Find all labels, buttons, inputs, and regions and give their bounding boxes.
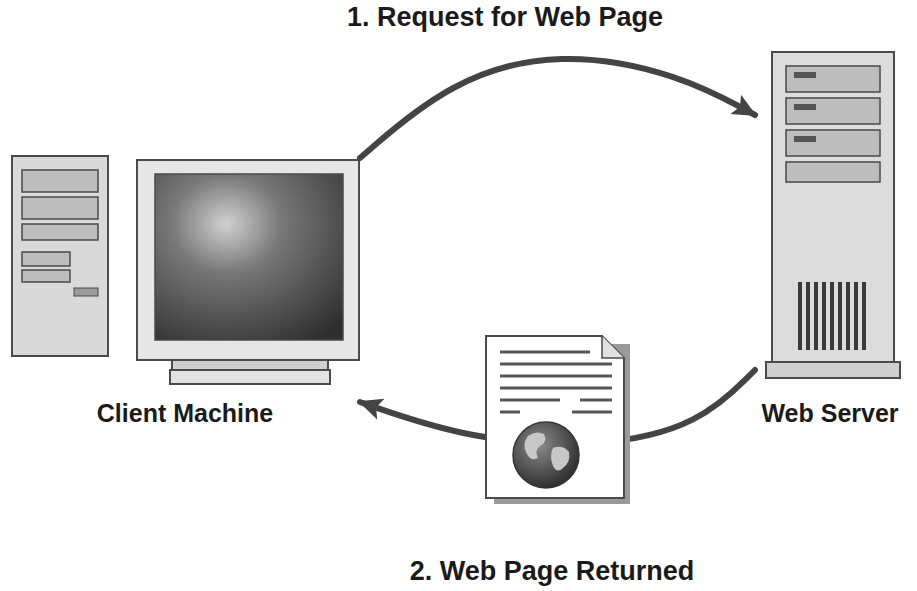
text-line <box>500 387 612 390</box>
vent-slots <box>798 282 866 350</box>
text-line <box>500 363 612 366</box>
text-line <box>500 375 612 378</box>
node-label: Web Server <box>755 399 905 428</box>
vent-slot <box>798 282 802 350</box>
vent-slot <box>854 282 858 350</box>
client-machine: Client Machine <box>10 150 360 428</box>
vent-slot <box>862 282 866 350</box>
vent-slot <box>814 282 818 350</box>
step-label: 1. Request for Web Page <box>343 2 667 33</box>
vent-slot <box>822 282 826 350</box>
curved-arrow <box>360 59 755 158</box>
vent-slot <box>846 282 850 350</box>
text-line <box>500 411 520 414</box>
text-line <box>500 399 560 402</box>
text-lines <box>500 352 612 412</box>
monitor <box>137 160 359 384</box>
web-page-icon <box>486 336 630 504</box>
step-label: 2. Web Page Returned <box>406 556 699 587</box>
text-line <box>580 399 612 402</box>
vent-slot <box>830 282 834 350</box>
vent-slot <box>838 282 842 350</box>
pc-tower <box>12 156 108 356</box>
text-line <box>572 411 612 414</box>
server-tower <box>766 52 900 378</box>
vent-slot <box>806 282 810 350</box>
text-line <box>500 351 590 354</box>
node-label: Client Machine <box>10 399 360 428</box>
web-server: Web Server <box>755 45 905 428</box>
